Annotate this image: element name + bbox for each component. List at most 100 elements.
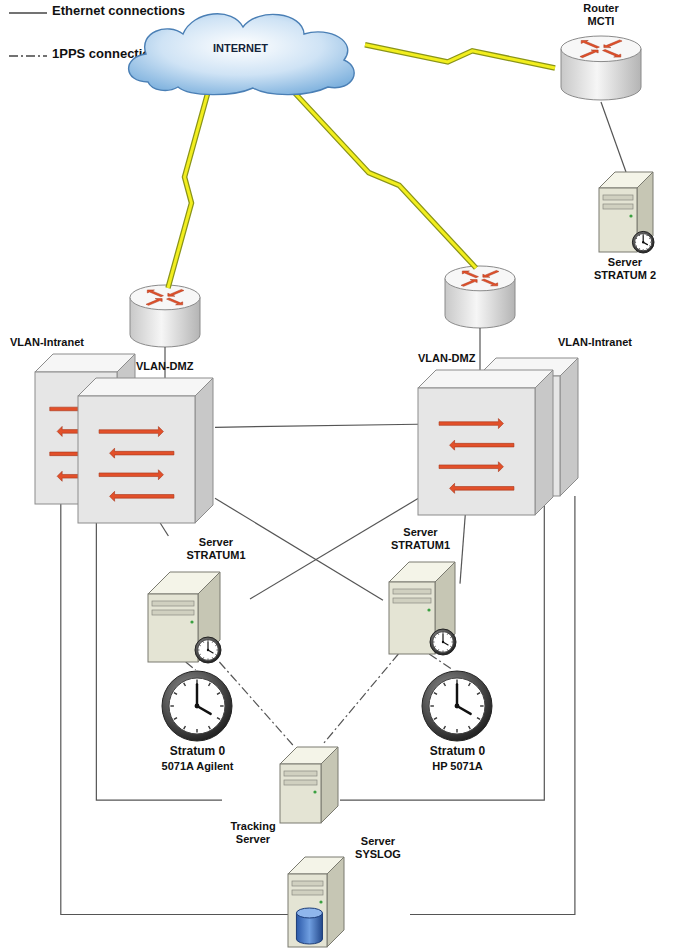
switch-front	[78, 396, 195, 523]
clock-face	[433, 632, 454, 653]
node-label-box: Server STRATUM1	[383, 526, 458, 551]
drive-bay	[284, 780, 317, 785]
connector-line	[215, 424, 418, 427]
wireless-link	[365, 45, 555, 68]
clock-tick	[636, 245, 638, 247]
node-label-box: HP 5071A	[405, 760, 510, 773]
clock-tick	[208, 659, 209, 660]
clock-tick	[430, 705, 434, 706]
switch-arrow	[500, 466, 545, 476]
node-label: VLAN-Intranet	[10, 336, 135, 349]
node-label: VLAN-DMZ	[136, 360, 213, 373]
clock-tick	[220, 705, 224, 706]
node-label-box: 5071A Agilent	[150, 760, 245, 773]
clock-tick	[639, 248, 641, 250]
clock-tick	[643, 249, 644, 250]
clock-rim	[632, 231, 654, 253]
clock-tick	[170, 705, 174, 706]
switch-top	[78, 378, 213, 396]
clock-tick	[174, 693, 177, 695]
router-node: Router MCTI	[555, 2, 647, 102]
router-arrow	[578, 49, 602, 59]
node-label: Server STRATUM 2	[585, 256, 665, 281]
router-icon	[445, 266, 515, 328]
clock-hand	[456, 684, 458, 706]
connector-line	[186, 662, 196, 670]
router-arrows	[459, 269, 501, 287]
clock-node: Stratum 05071A Agilent	[150, 670, 247, 780]
clock-tick	[469, 683, 471, 686]
node-label: Server SYSLOG	[348, 835, 408, 860]
router-arrow	[600, 49, 624, 59]
switch-arrow	[110, 448, 174, 458]
node-icon	[280, 747, 340, 825]
switch-side	[535, 370, 553, 515]
server-icon	[389, 562, 456, 655]
switch-arrow	[493, 445, 538, 455]
node-label: Router MCTI	[571, 2, 631, 27]
router-arrow	[164, 288, 186, 297]
server-front	[148, 594, 198, 662]
lightning-bolt	[365, 45, 555, 68]
server-side	[198, 572, 220, 662]
pps-connection	[429, 654, 453, 670]
server-node: Server SYSLOG	[288, 835, 410, 947]
connector-line	[160, 523, 168, 536]
node-label: Server STRATUM1	[184, 536, 248, 561]
ethernet-connection	[215, 424, 418, 427]
wireless-link	[168, 92, 208, 288]
switch-icon	[418, 370, 553, 515]
clock-tick	[198, 650, 199, 651]
lightning-outline	[365, 45, 555, 68]
clock-tick	[649, 245, 651, 247]
clock-tick	[184, 683, 186, 686]
pps-connection	[322, 654, 398, 745]
router-top	[561, 36, 641, 62]
clock-rim	[162, 671, 232, 741]
clock-face	[198, 640, 219, 661]
clock-rim	[195, 637, 221, 663]
clock-tick	[456, 679, 457, 683]
router-arrows	[144, 288, 186, 306]
node-label-box: Server STRATUM1	[184, 536, 248, 561]
switch-side	[195, 378, 213, 523]
clock-tick	[212, 657, 214, 658]
database-top	[296, 908, 322, 918]
node-icon	[418, 370, 555, 517]
router-top	[130, 285, 200, 310]
node-icon	[561, 36, 643, 102]
server-clock	[195, 637, 221, 663]
clock-tick	[450, 646, 451, 648]
clock-tick	[452, 642, 453, 643]
clock-center	[442, 641, 444, 643]
clock-face	[429, 678, 485, 734]
clock-tick	[196, 729, 197, 733]
clock-tick	[433, 642, 434, 643]
ethernet-connection	[61, 504, 288, 915]
node-icon	[599, 172, 655, 254]
server-icon	[148, 572, 221, 663]
switch-arrow	[110, 491, 174, 501]
clock-tick	[434, 646, 435, 648]
clock-tick	[215, 645, 216, 647]
clock-tick	[443, 632, 444, 633]
clock-tick	[477, 693, 480, 695]
clock-tick	[209, 726, 211, 729]
server-node: Server STRATUM 2	[585, 172, 667, 290]
node-label: Tracking Server	[222, 820, 284, 845]
clock-tick	[469, 726, 471, 729]
power-led	[313, 790, 316, 793]
drive-bay	[152, 610, 194, 615]
server-clock	[430, 629, 456, 655]
ethernet-connection	[460, 515, 465, 584]
router-arrow	[164, 297, 186, 306]
clock-tick	[434, 718, 437, 720]
clock-tick	[635, 242, 636, 243]
drive-bay	[292, 881, 323, 886]
node-icon	[161, 670, 235, 744]
power-led	[427, 608, 430, 611]
connector-line	[322, 654, 398, 745]
switch-arrow	[439, 462, 503, 472]
ethernet-connection	[340, 496, 544, 800]
